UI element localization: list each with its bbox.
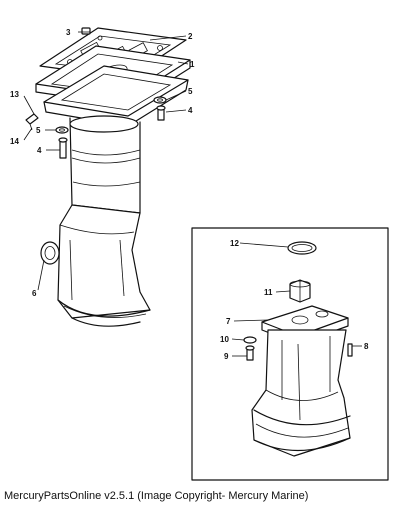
callout-14: 14 (10, 137, 19, 146)
copyright-caption: MercuryPartsOnline v2.5.1 (Image Copyrig… (4, 490, 309, 502)
callout-13: 13 (10, 90, 19, 99)
inset-detail (191, 227, 389, 481)
driveshaft-housing (25, 27, 191, 327)
callouts: 3 2 1 5 4 13 14 5 4 6 12 11 7 10 9 8 (10, 28, 369, 361)
callout-3: 3 (66, 28, 71, 37)
callout-12: 12 (230, 239, 239, 248)
callout-7: 7 (226, 317, 231, 326)
callout-11: 11 (264, 288, 273, 297)
leader-lines-main (23, 31, 189, 291)
callout-5b: 5 (36, 126, 41, 135)
callout-1: 1 (190, 60, 195, 69)
callout-8: 8 (364, 342, 369, 351)
callout-10: 10 (220, 335, 229, 344)
callout-6: 6 (32, 289, 37, 298)
leader-lines-inset (231, 242, 362, 357)
callout-2: 2 (188, 32, 193, 41)
callout-9: 9 (224, 352, 229, 361)
callout-4a: 4 (188, 106, 193, 115)
callout-4b: 4 (37, 146, 42, 155)
callout-5a: 5 (188, 87, 193, 96)
